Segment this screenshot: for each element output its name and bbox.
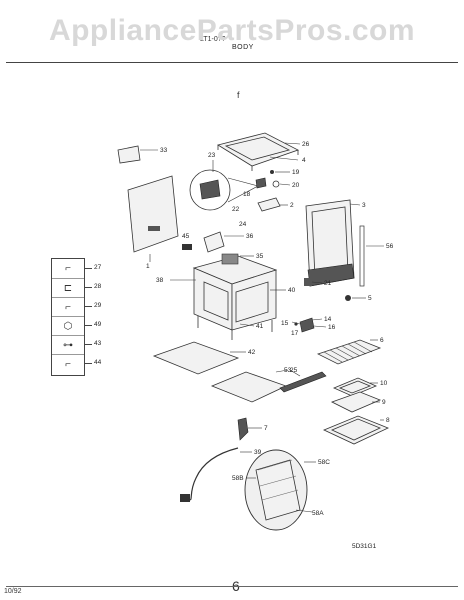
callout-42: 42 (248, 349, 256, 356)
callout-10: 10 (380, 380, 388, 387)
legend-row-43: ⊶ (52, 335, 84, 355)
callout-4: 4 (302, 157, 306, 164)
bracket-icon: ⊏ (63, 283, 73, 294)
legend-label-27: 27 (94, 264, 102, 271)
callout-14: 14 (324, 316, 332, 323)
legend-label-49: 49 (94, 321, 102, 328)
drawer-25 (210, 369, 289, 403)
callout-20: 20 (292, 182, 300, 189)
detail-circle (189, 160, 259, 211)
hardware-legend: ⌐ ⊏ ⌐ ⬡ ⊶ ⌐ (51, 258, 85, 376)
clip-icon: ⌐ (65, 302, 71, 313)
rod (359, 225, 384, 287)
callout-6: 6 (380, 337, 384, 344)
callout-3: 3 (362, 202, 366, 209)
caps (304, 278, 366, 301)
nut-icon: ⬡ (63, 321, 73, 332)
callout-35: 35 (256, 253, 264, 260)
callout-26: 26 (302, 141, 310, 148)
top-cover (216, 132, 301, 171)
stray-mark-top: f (237, 90, 240, 100)
callout-17: 17 (291, 330, 299, 337)
callout-58b: 58B (232, 475, 244, 482)
screw-icon: ⊶ (63, 340, 73, 351)
callout-53: 53 (284, 367, 292, 374)
oven-rack (316, 339, 382, 365)
callout-41: 41 (256, 323, 264, 330)
legend-row-28: ⊏ (52, 278, 84, 298)
callout-2: 2 (290, 202, 294, 209)
broiler-pan-42 (152, 341, 246, 375)
callout-16: 16 (328, 324, 336, 331)
model-code: LT1-0?? (200, 36, 226, 43)
legend-row-44: ⌐ (52, 354, 84, 374)
callout-33: 33 (160, 147, 168, 154)
callout-38: 38 (156, 277, 164, 284)
callout-1: 1 (146, 263, 150, 270)
legend-row-29: ⌐ (52, 297, 84, 317)
callout-39: 39 (254, 449, 262, 456)
callout-40: 40 (288, 287, 296, 294)
bracket-33 (117, 145, 158, 164)
legend-row-27: ⌐ (52, 259, 84, 278)
side-panel (127, 175, 179, 262)
callout-15: 15 (281, 320, 289, 327)
section-title: BODY (232, 44, 254, 51)
callout-5: 5 (368, 295, 372, 302)
callout-9: 9 (382, 399, 386, 406)
callout-24: 24 (239, 221, 247, 228)
legend-label-43: 43 (94, 340, 102, 347)
callout-23: 23 (208, 152, 216, 159)
callout-36: 36 (246, 233, 254, 240)
oven-cavity (170, 231, 286, 340)
insulation-detail (244, 449, 316, 531)
callout-7: 7 (264, 425, 268, 432)
callout-58a: 58A (312, 510, 324, 517)
grill-set (323, 377, 390, 445)
callout-19: 19 (292, 169, 300, 176)
clip-icon: ⌐ (65, 263, 71, 274)
hinge-parts (291, 317, 327, 333)
legend-row-49: ⬡ (52, 316, 84, 336)
footer-rule (6, 586, 458, 587)
callout-22: 22 (232, 206, 240, 213)
legend-label-44: 44 (94, 359, 102, 366)
header-rule (6, 62, 458, 63)
door-frame (305, 199, 361, 287)
callout-21: 21 (324, 280, 332, 287)
callout-56: 56 (386, 243, 394, 250)
callout-45: 45 (182, 233, 190, 240)
small-parts (255, 170, 291, 212)
element-53 (279, 369, 327, 393)
callout-58c: 58C (318, 459, 330, 466)
power-cord (180, 447, 252, 502)
diagram-code: 5D31G1 (352, 543, 377, 550)
legend-label-29: 29 (94, 302, 102, 309)
leg (237, 417, 262, 441)
callout-25: 25 (290, 367, 298, 374)
callout-8: 8 (386, 417, 390, 424)
clip-icon: ⌐ (65, 359, 71, 370)
date-mark: 10/92 (4, 588, 22, 595)
callout-18: 18 (243, 191, 251, 198)
legend-label-28: 28 (94, 283, 102, 290)
